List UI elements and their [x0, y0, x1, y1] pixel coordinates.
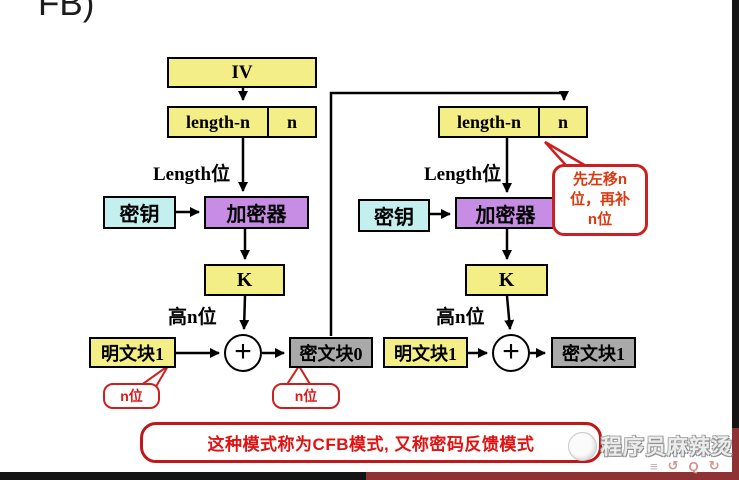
key-label: 密钥 — [374, 207, 414, 229]
shift-left-note-text: 先左移n 位，再补 n位 — [569, 170, 630, 229]
xor-symbol: + — [502, 334, 520, 368]
shift-register-right: length-n n — [438, 106, 588, 138]
length-bits-label-left: Length位 — [153, 164, 231, 185]
encryptor-box-right: 加密器 — [455, 197, 556, 229]
plaintext-box-left: 明文块1 — [89, 337, 176, 368]
register-n-cell: n — [538, 108, 586, 136]
ciphertext0-label: 密文块0 — [299, 343, 363, 364]
cat-logo-icon — [568, 431, 597, 461]
n-bits-note-plaintext: n位 — [103, 383, 160, 409]
xor-node-left: + — [224, 334, 262, 372]
plaintext-label: 明文块1 — [101, 343, 164, 364]
xor-node-right: + — [492, 334, 530, 372]
xor-symbol: + — [234, 334, 252, 368]
bottom-bar-black — [0, 472, 366, 480]
watermark: 程序员麻辣烫 — [568, 431, 733, 461]
iv-box: IV — [167, 57, 317, 88]
n-bits-note-text: n位 — [294, 388, 318, 404]
search-icon[interactable]: Q — [688, 458, 699, 474]
register-main-cell: length-n — [185, 111, 250, 132]
key-box-left: 密钥 — [103, 196, 176, 229]
k-label: K — [498, 268, 515, 291]
ciphertext0-box: 密文块0 — [289, 337, 373, 368]
menu-icon[interactable]: ≡ — [650, 458, 658, 474]
n-bits-note-ciphertext: n位 — [272, 383, 340, 409]
register-n-cell: n — [267, 108, 315, 136]
cropped-slide-title: FB) — [38, 0, 95, 23]
reader-toolbar-icons: ≡ ↺ Q ↻ — [650, 458, 720, 474]
mode-caption-box: 这种模式称为CFB模式, 又称密码反馈模式 — [140, 422, 602, 463]
undo-icon[interactable]: ↺ — [667, 458, 679, 473]
key-box-right: 密钥 — [358, 199, 430, 232]
high-bits-label-left: 高n位 — [168, 307, 217, 328]
shift-left-note-bubble: 先左移n 位，再补 n位 — [552, 164, 648, 236]
length-bits-label-right: Length位 — [424, 164, 502, 185]
k-label: K — [236, 268, 253, 291]
mode-caption-text: 这种模式称为CFB模式, 又称密码反馈模式 — [207, 435, 535, 454]
bottom-bar-red — [366, 472, 739, 480]
right-edge-strip-red — [732, 428, 739, 480]
high-bits-label-right: 高n位 — [436, 307, 485, 328]
encryptor-label: 加密器 — [475, 204, 536, 227]
right-edge-strip-black — [732, 0, 739, 428]
iv-label: IV — [231, 61, 253, 83]
encryptor-box-left: 加密器 — [204, 196, 309, 229]
redo-icon[interactable]: ↻ — [708, 458, 720, 473]
ciphertext1-label: 密文块1 — [562, 343, 625, 364]
plaintext-box-right: 明文块1 — [383, 337, 468, 368]
register-main-cell: length-n — [456, 111, 521, 132]
shift-register-left: length-n n — [167, 106, 317, 138]
k-output-box-right: K — [465, 264, 548, 296]
watermark-brand-text: 程序员麻辣烫 — [601, 436, 733, 459]
k-output-box-left: K — [204, 264, 285, 296]
n-bits-note-text: n位 — [120, 388, 143, 404]
plaintext-label: 明文块1 — [394, 343, 457, 364]
key-label: 密钥 — [119, 204, 160, 226]
encryptor-label: 加密器 — [226, 204, 287, 226]
ciphertext1-box: 密文块1 — [551, 337, 636, 368]
